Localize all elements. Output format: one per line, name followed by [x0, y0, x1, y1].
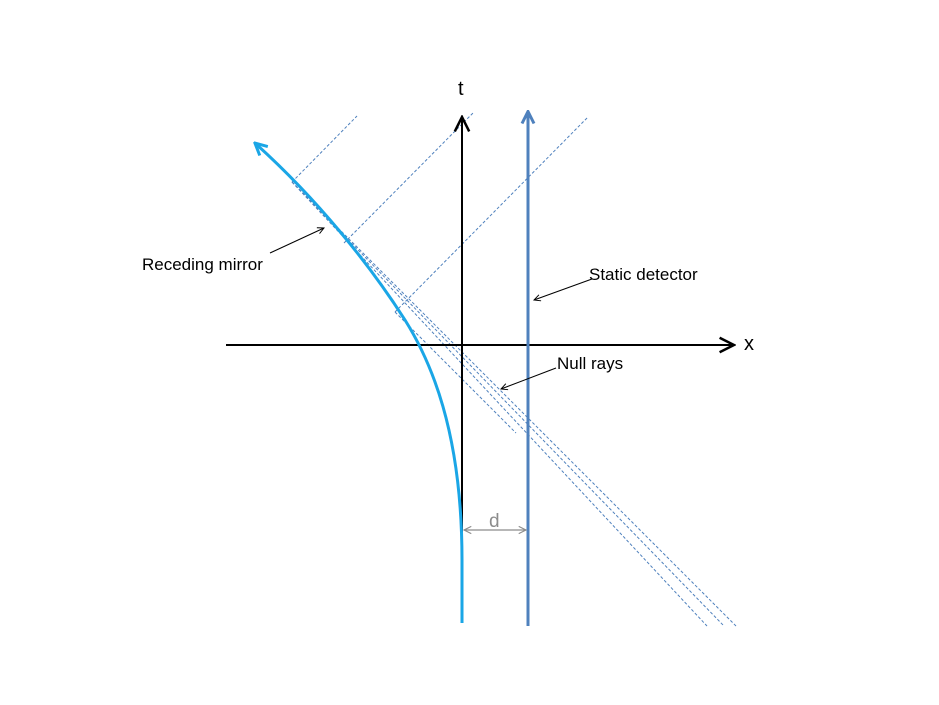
null-ray-in-2	[291, 181, 725, 627]
x-axis-label: x	[744, 333, 754, 355]
null-rays-incoming	[291, 181, 737, 627]
mirror-callout-arrow	[269, 228, 324, 254]
null-ray-in-4	[394, 311, 517, 434]
null-rays-reflected	[291, 111, 589, 313]
null-ray-out-3	[394, 116, 589, 313]
distance-label: d	[489, 511, 500, 532]
null-rays-label: Null rays	[557, 354, 623, 373]
null-ray-in-1	[291, 181, 737, 627]
detector-label: Static detector	[589, 265, 698, 284]
null-rays-callout-arrow	[501, 367, 557, 389]
null-ray-out-1	[291, 115, 358, 183]
null-ray-out-2	[343, 111, 475, 244]
mirror-worldline	[256, 144, 464, 623]
detector-callout-arrow	[534, 278, 593, 300]
t-axis-label: t	[458, 78, 464, 100]
mirror-label: Receding mirror	[142, 255, 263, 274]
